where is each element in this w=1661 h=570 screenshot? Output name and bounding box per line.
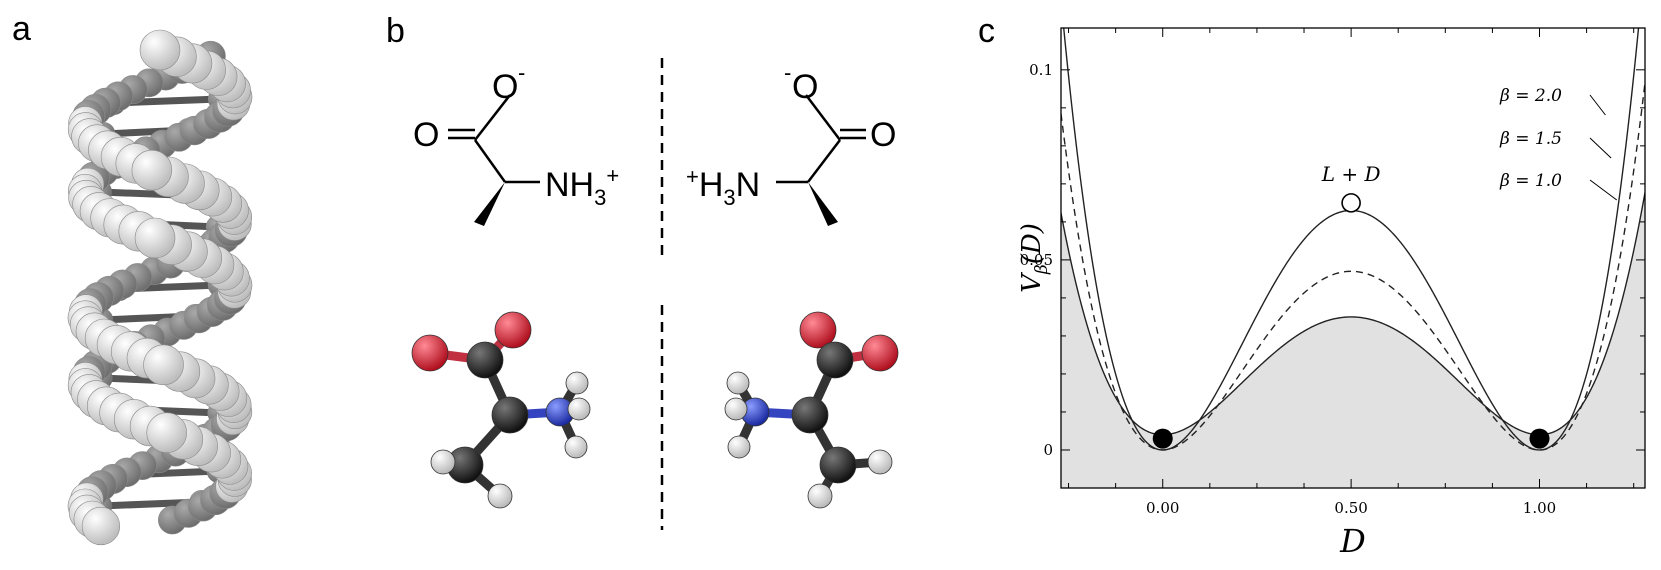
hydrogen-atom [567,397,591,421]
hydrogen-atom [565,371,589,395]
dna-helix [67,29,253,546]
hydrogen-atom [430,449,456,475]
backbone-atom [131,149,173,191]
maximum-label: L + D [1321,162,1381,186]
series-leader-line [1589,94,1606,116]
hydrogen-atom [867,449,893,475]
right-carboxylate-oxygen: O [792,68,818,106]
y-tick-label: 0 [1043,441,1053,459]
carbon-atom [466,341,504,379]
left-carbonyl-oxygen: O [413,116,439,154]
minimum-marker [1529,428,1550,449]
oxygen-atom [799,311,837,349]
carbon-atom [491,396,529,434]
right-oxygen-charge: - [784,60,791,85]
left-carboxylate-oxygen: O [492,68,518,106]
carbon-atom [791,396,829,434]
hydrogen-atom [724,397,748,421]
maximum-marker [1341,193,1361,213]
x-tick-label: 0.50 [1334,499,1367,517]
hydrogen-atom [564,435,588,459]
backbone-atom [134,217,176,259]
hydrogen-atom [807,483,833,509]
oxygen-atom [494,311,532,349]
right-ball-and-stick-model [724,311,899,509]
plot-frame [1060,27,1646,489]
right-skeletal-structure: O O - +H3N [686,60,896,226]
backbone-atom [143,344,184,386]
backbone-atom [139,29,181,71]
hydrogen-atom [727,435,751,459]
series-label: β = 2.0 [1499,86,1562,106]
x-tick-label: 1.00 [1523,499,1556,517]
series-label: β = 1.5 [1499,129,1562,149]
oxygen-atom [861,334,899,372]
left-ammonium-label: NH3+ [545,163,619,210]
shaded-region [1061,192,1645,488]
left-oxygen-charge: - [518,60,525,85]
panel-label-b: b [386,12,405,50]
minimum-marker [1152,428,1173,449]
series-leader-line [1589,137,1612,159]
x-axis-title: D [1339,522,1366,560]
right-ammonium-label: +H3N [686,164,760,210]
hydrogen-atom [726,371,750,395]
potential-chart: 0.00 0.50 1.00 0 0.05 0.1D Vβ(D) β = 2.0 β = 1.5… [1017,27,1646,560]
backbone-atom [146,412,188,454]
panel-label-c: c [978,12,995,50]
series-leader-line [1589,179,1618,201]
x-tick-label: 0.00 [1146,499,1179,517]
left-skeletal-structure: O O - NH3+ [413,60,619,226]
series-label: β = 1.0 [1499,171,1562,191]
carbon-atom [816,341,854,379]
left-ball-and-stick-model [411,311,591,509]
y-tick-label: 0.1 [1029,61,1053,79]
carbon-atom [819,446,857,484]
hydrogen-atom [487,483,513,509]
backbone-atom [81,506,121,546]
right-carbonyl-oxygen: O [870,116,896,154]
oxygen-atom [411,334,449,372]
y-tick-label: 0.05 [1020,251,1053,269]
panel-label-a: a [12,10,31,48]
y-axis-title: Vβ(D) [1017,223,1052,293]
